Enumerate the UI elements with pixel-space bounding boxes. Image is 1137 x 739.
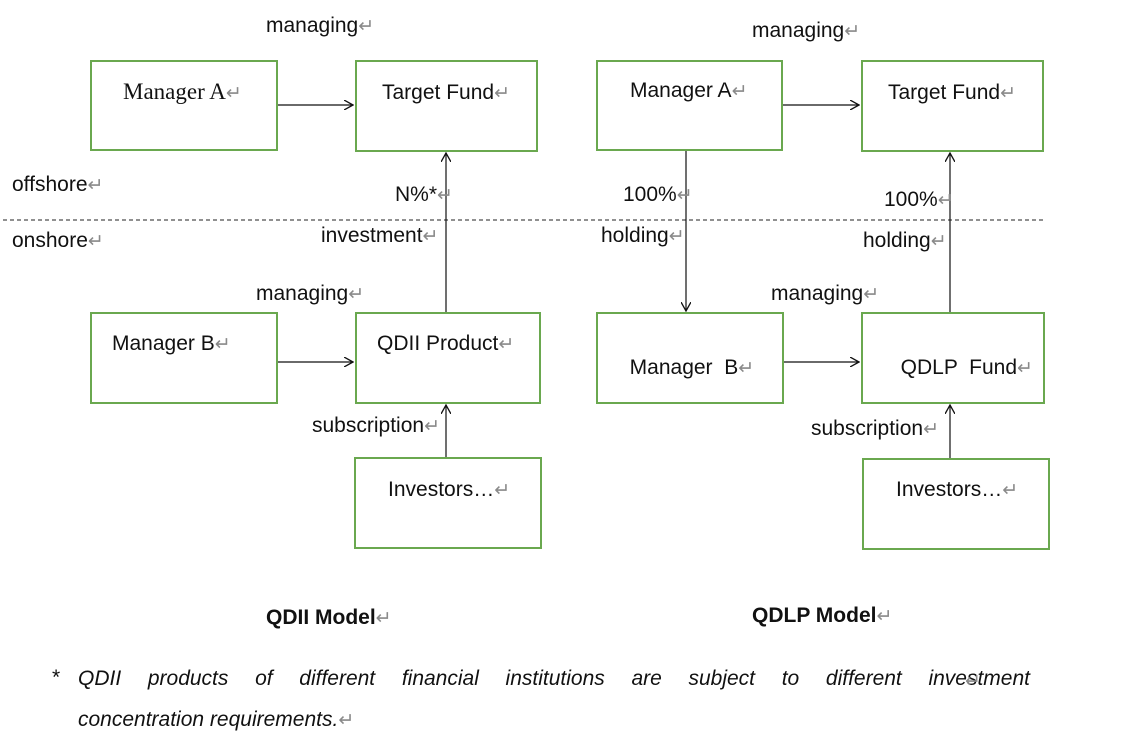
qdlp-subscription-label: subscription↵	[811, 417, 939, 441]
qdlp-target-fund-label: Target Fund↵	[888, 81, 1016, 105]
qdlp-target-fund-text: Target Fund	[888, 81, 1001, 104]
return-mark-icon: ↵	[494, 83, 510, 104]
footnote-line-1: QDII products of different financial ins…	[78, 667, 1030, 691]
return-mark-icon: ↵	[424, 416, 440, 437]
qdii-managing-bottom-label: managing↵	[256, 282, 364, 306]
return-mark-icon: ↵	[338, 710, 355, 731]
qdlp-fund-label: QDLP Fund↵	[889, 332, 1033, 380]
qdlp-model-title: QDLP Model↵	[752, 604, 892, 628]
qdii-target-fund-label: Target Fund↵	[382, 81, 510, 105]
qdlp-fund-box	[861, 312, 1045, 404]
return-mark-icon: ↵	[87, 175, 104, 196]
qdii-investors-box	[354, 457, 542, 549]
qdlp-holding-right-label: holding↵	[863, 229, 947, 253]
return-mark-icon: ↵	[965, 671, 981, 692]
qdlp-manager-b-label: Manager B↵	[618, 332, 754, 380]
qdii-investors-text: Investors…	[388, 478, 495, 501]
qdii-product-label: QDII Product↵	[377, 332, 514, 356]
return-mark-icon: ↵	[214, 334, 231, 355]
qdii-model-title-text: QDII Model	[266, 606, 376, 629]
qdii-manager-a-box	[90, 60, 278, 151]
qdlp-model-title-text: QDLP Model	[752, 604, 877, 627]
return-mark-icon: ↵	[437, 185, 453, 206]
qdii-manager-b-box	[90, 312, 278, 404]
qdii-managing-top-text: managing	[266, 14, 359, 37]
qdlp-manager-a-label: Manager A↵	[630, 79, 748, 103]
qdlp-managing-top-label: managing↵	[752, 19, 860, 43]
qdii-n-percent-label: N%*↵	[395, 183, 453, 207]
qdii-subscription-text: subscription	[312, 414, 425, 437]
qdlp-pct-right-text: 100%	[884, 188, 938, 211]
qdii-managing-bottom-text: managing	[256, 282, 349, 305]
qdii-manager-b-text: Manager B	[112, 332, 215, 355]
onshore-text: onshore	[12, 229, 88, 252]
qdlp-managing-bottom-text: managing	[771, 282, 864, 305]
qdii-n-percent-text: N%*	[395, 183, 438, 206]
return-mark-icon: ↵	[422, 226, 439, 247]
qdlp-investors-text: Investors…	[896, 478, 1003, 501]
qdii-target-fund-text: Target Fund	[382, 81, 495, 104]
qdlp-manager-b-box	[596, 312, 784, 404]
qdlp-holding-left-label: holding↵	[601, 224, 685, 248]
return-mark-icon: ↵	[863, 284, 880, 305]
qdlp-investors-box	[862, 458, 1050, 550]
return-mark-icon: ↵	[738, 358, 755, 379]
qdii-product-box	[355, 312, 541, 404]
qdlp-manager-a-box	[596, 60, 783, 151]
qdlp-pct-left-text: 100%	[623, 183, 677, 206]
return-mark-icon: ↵	[375, 608, 392, 629]
qdlp-managing-bottom-label: managing↵	[771, 282, 879, 306]
offshore-text: offshore	[12, 173, 88, 196]
return-mark-icon: ↵	[87, 231, 104, 252]
qdii-investors-label: Investors…↵	[388, 478, 510, 502]
qdlp-investors-label: Investors…↵	[896, 478, 1018, 502]
return-mark-icon: ↵	[225, 83, 242, 104]
qdii-investment-label: investment↵	[321, 224, 438, 248]
footnote-line-1-text: QDII products of different financial ins…	[78, 667, 1030, 690]
qdlp-target-fund-box	[861, 60, 1044, 152]
qdlp-subscription-text: subscription	[811, 417, 924, 440]
qdlp-pct-left-label: 100%↵	[623, 183, 693, 207]
qdlp-pct-right-label: 100%↵	[884, 188, 954, 212]
return-mark-icon: ↵	[923, 419, 939, 440]
qdii-subscription-label: subscription↵	[312, 414, 440, 438]
return-mark-icon: ↵	[498, 334, 515, 355]
qdii-investment-text: investment	[321, 224, 423, 247]
offshore-label: offshore↵	[12, 173, 103, 197]
return-mark-icon: ↵	[731, 81, 748, 102]
footnote-line-2-text: concentration requirements.	[78, 708, 339, 731]
onshore-label: onshore↵	[12, 229, 104, 253]
footnote-star: *	[52, 666, 61, 689]
qdlp-fund-text: QDLP Fund	[900, 356, 1018, 379]
qdii-manager-b-label: Manager B↵	[112, 332, 231, 356]
qdlp-manager-a-text: Manager A	[630, 79, 732, 102]
return-mark-icon: ↵	[348, 284, 365, 305]
qdii-model-title: QDII Model↵	[266, 606, 392, 630]
qdlp-holding-left-text: holding	[601, 224, 669, 247]
return-mark-icon: ↵	[937, 190, 954, 211]
qdlp-managing-top-text: managing	[752, 19, 845, 42]
return-mark-icon: ↵	[358, 16, 375, 37]
qdii-target-fund-box	[355, 60, 538, 152]
footnote-line-2: concentration requirements.↵	[78, 708, 354, 732]
qdii-manager-a-label: Manager A↵	[123, 79, 242, 105]
return-mark-icon: ↵	[1002, 480, 1019, 501]
qdlp-manager-b-text: Manager B	[629, 356, 739, 379]
return-mark-icon: ↵	[844, 21, 861, 42]
qdii-manager-a-text: Manager A	[123, 79, 226, 104]
return-mark-icon: ↵	[1017, 358, 1033, 379]
qdii-managing-top-label: managing↵	[266, 14, 374, 38]
qdii-product-text: QDII Product	[377, 332, 499, 355]
return-mark-icon: ↵	[930, 231, 947, 252]
return-mark-icon: ↵	[1000, 83, 1016, 104]
qdlp-holding-right-text: holding	[863, 229, 931, 252]
return-mark-icon: ↵	[676, 185, 693, 206]
return-mark-icon: ↵	[668, 226, 685, 247]
return-mark-icon: ↵	[494, 480, 511, 501]
return-mark-icon: ↵	[876, 606, 893, 627]
